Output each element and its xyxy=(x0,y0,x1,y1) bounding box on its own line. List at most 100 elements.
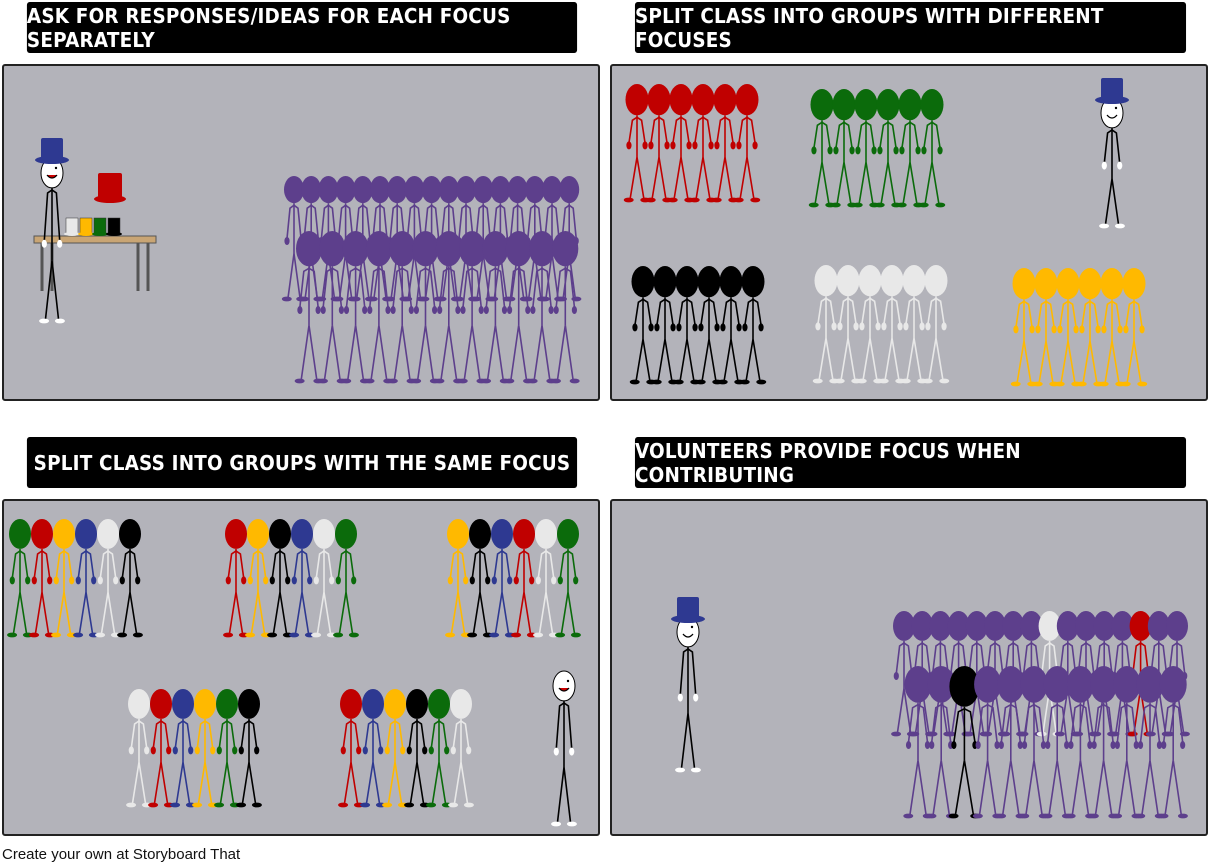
purple-student xyxy=(457,231,487,384)
student-figure xyxy=(896,89,924,208)
student-figure xyxy=(812,265,840,384)
purple-student xyxy=(527,231,557,384)
student-figure xyxy=(445,519,471,638)
student-figure xyxy=(874,89,902,208)
student-figure xyxy=(830,89,858,208)
purple-student xyxy=(387,231,417,384)
student-figure xyxy=(808,89,836,208)
purple-student xyxy=(550,231,580,384)
student-figure xyxy=(1112,666,1142,819)
student-figure xyxy=(511,519,537,638)
smiling-student-figure xyxy=(551,670,577,827)
student-figure xyxy=(1076,268,1104,387)
student-figure xyxy=(29,519,55,638)
student-figure xyxy=(448,689,474,808)
student-figure xyxy=(1054,268,1082,387)
student-figure xyxy=(51,519,77,638)
student-figure xyxy=(382,689,408,808)
student-figure xyxy=(645,84,673,203)
student-figure xyxy=(1032,268,1060,387)
student-figure xyxy=(852,89,880,208)
student-figure xyxy=(1120,268,1148,387)
teacher-figure xyxy=(39,157,65,324)
student-figure xyxy=(426,689,452,808)
student-figure xyxy=(555,519,581,638)
student-figure xyxy=(922,265,950,384)
purple-student xyxy=(504,231,534,384)
student-figure xyxy=(533,519,559,638)
student-figure xyxy=(289,519,315,638)
purple-student xyxy=(317,231,347,384)
student-figure xyxy=(733,84,761,203)
student-figure xyxy=(1098,268,1126,387)
student-figure xyxy=(267,519,293,638)
student-figure xyxy=(126,689,152,808)
panel-3-title: SPLIT CLASS INTO GROUPS WITH THE SAME FO… xyxy=(26,437,578,488)
purple-student xyxy=(411,231,440,384)
teacher-figure xyxy=(1099,97,1125,229)
student-figure xyxy=(311,519,337,638)
panel-4-title: VOLUNTEERS PROVIDE FOCUS WHEN CONTRIBUTI… xyxy=(634,437,1187,488)
student-figure xyxy=(117,519,143,638)
student-figure xyxy=(900,265,928,384)
student-figure xyxy=(192,689,218,808)
purple-student xyxy=(434,231,464,384)
student-figure xyxy=(667,84,695,203)
student-figure xyxy=(695,266,723,385)
student-figure xyxy=(651,266,679,385)
student-figure xyxy=(170,689,196,808)
student-figure xyxy=(245,519,271,638)
student-figure xyxy=(903,666,933,819)
student-figure xyxy=(223,519,249,638)
panel-2-title: SPLIT CLASS INTO GROUPS WITH DIFFERENT F… xyxy=(634,2,1187,53)
panel-2-scene xyxy=(610,64,1208,401)
student-figure xyxy=(1158,666,1188,819)
panel-4-scene xyxy=(610,499,1208,836)
purple-student xyxy=(481,231,510,384)
top-hat-icon xyxy=(671,597,705,623)
student-figure xyxy=(333,519,359,638)
student-figure xyxy=(926,666,956,819)
hat-black xyxy=(106,217,122,236)
student-figure xyxy=(338,689,364,808)
footer-credit[interactable]: Create your own at Storyboard That xyxy=(2,846,241,863)
student-figure xyxy=(689,84,717,203)
purple-student xyxy=(294,231,324,384)
student-figure xyxy=(972,666,1003,819)
student-figure xyxy=(73,519,99,638)
student-figure xyxy=(996,666,1026,819)
student-figure xyxy=(360,689,386,808)
panel-1-title: ASK FOR RESPONSES/IDEAS FOR EACH FOCUS S… xyxy=(26,2,578,53)
student-figure xyxy=(711,84,739,203)
student-figure xyxy=(1135,666,1165,819)
student-figure xyxy=(739,266,767,385)
student-figure xyxy=(717,266,745,385)
student-figure xyxy=(95,519,121,638)
student-figure xyxy=(918,89,946,208)
teacher-figure xyxy=(675,616,701,773)
student-figure xyxy=(467,519,493,638)
student-figure xyxy=(1019,666,1049,819)
student-figure xyxy=(1042,666,1072,819)
panel-3-scene xyxy=(2,499,600,836)
student-figure xyxy=(673,266,701,385)
student-figure xyxy=(623,84,651,203)
hat-yellow xyxy=(78,217,94,236)
top-hat-icon xyxy=(1095,78,1129,104)
student-figure xyxy=(7,519,33,638)
student-figure xyxy=(1010,268,1038,387)
hat-white xyxy=(64,217,80,236)
student-figure xyxy=(236,689,262,808)
student-figure xyxy=(629,266,657,385)
purple-student xyxy=(364,231,394,384)
student-figure xyxy=(878,265,906,384)
student-figure xyxy=(404,689,430,808)
purple-student xyxy=(341,231,370,384)
student-figure xyxy=(148,689,174,808)
student-figure xyxy=(489,519,515,638)
panel-1-scene xyxy=(2,64,600,401)
top-hat-icon xyxy=(35,138,69,164)
student-figure xyxy=(1088,666,1119,819)
student-figure xyxy=(834,265,862,384)
student-figure xyxy=(214,689,240,808)
